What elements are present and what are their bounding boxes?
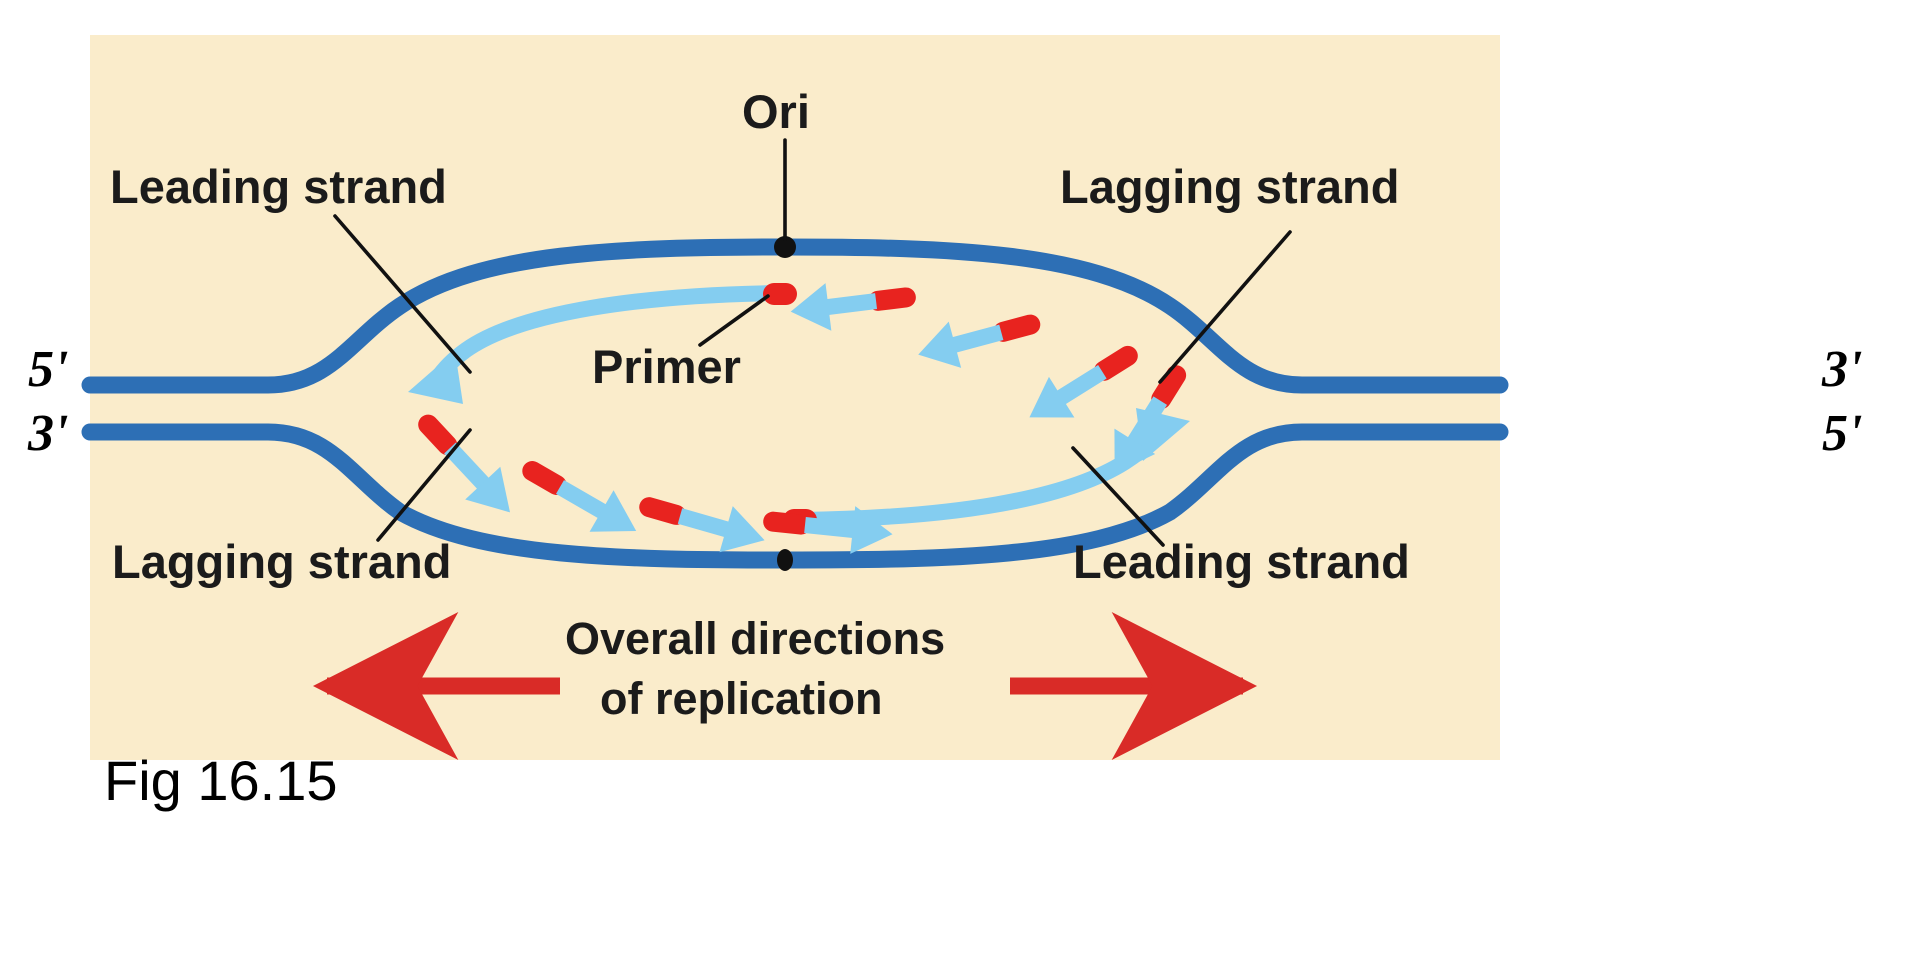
label-lagging-strand-right: Lagging strand xyxy=(1060,160,1400,213)
okazaki-fragment-bl-4 xyxy=(763,506,893,554)
lagging-strand-bottom-left-fragments xyxy=(418,414,893,554)
leader-leading-right xyxy=(1071,446,1165,547)
label-lagging-strand-left: Lagging strand xyxy=(112,535,452,588)
okazaki-fragment-bl-1 xyxy=(418,414,511,513)
primer-cap xyxy=(639,497,687,525)
fragment-body xyxy=(1050,364,1107,409)
label-primer: Primer xyxy=(592,340,741,393)
primer-cap xyxy=(522,461,567,495)
leader-primer xyxy=(698,294,770,347)
ori-dot-top xyxy=(774,236,796,258)
primer-cap xyxy=(418,414,458,456)
label-overall-directions-line2: of replication xyxy=(600,673,883,724)
label-overall-directions-line1: Overall directions xyxy=(565,613,946,664)
fragment-arrowhead xyxy=(918,321,962,368)
strand-end-left-top: 5' xyxy=(28,341,69,398)
fragment-body xyxy=(945,324,1004,355)
fragment-arrowhead xyxy=(1029,376,1075,418)
leader-leading-left xyxy=(333,214,472,374)
fragment-body xyxy=(555,480,613,522)
lagging-strand-top-right-fragments xyxy=(790,283,1187,474)
fragment-arrowhead xyxy=(790,283,832,331)
fragment-body xyxy=(804,517,862,539)
okazaki-fragment-tr-4 xyxy=(1114,365,1187,474)
leading-strand-left xyxy=(408,283,797,404)
okazaki-fragment-bl-2 xyxy=(522,461,637,532)
okazaki-fragment-bl-3 xyxy=(639,497,765,553)
label-leading-strand-right: Leading strand xyxy=(1073,535,1410,588)
fragment-body xyxy=(677,508,737,540)
fragment-arrowhead xyxy=(719,506,765,553)
leading-strand-right xyxy=(783,408,1190,531)
fragment-arrowhead xyxy=(589,490,637,532)
fragment-body xyxy=(1123,396,1168,453)
okazaki-fragment-tr-1 xyxy=(790,283,916,331)
strand-end-right-bottom: 5' xyxy=(1822,405,1863,462)
strand-end-right-top: 3' xyxy=(1822,341,1863,398)
ori-markers xyxy=(774,236,796,571)
label-leading-strand-left: Leading strand xyxy=(110,160,447,213)
primer-cap xyxy=(1151,365,1187,409)
fragment-body xyxy=(444,442,495,495)
primer-cap xyxy=(1094,345,1138,381)
okazaki-fragment-tr-3 xyxy=(1029,345,1138,418)
label-ori: Ori xyxy=(742,85,810,138)
fragment-arrowhead xyxy=(1114,428,1156,474)
primer-cap xyxy=(763,511,812,535)
okazaki-fragment-tr-2 xyxy=(918,314,1041,368)
template-strand-top xyxy=(81,238,1509,394)
strand-end-left-bottom: 3' xyxy=(28,405,69,462)
fragment-arrowhead xyxy=(850,506,893,554)
leading-strand-left-arrowhead xyxy=(408,351,463,404)
primer-leading-left xyxy=(763,283,797,305)
primer-cap xyxy=(993,314,1041,342)
leading-strand-right-body xyxy=(799,426,1167,528)
fragment-arrowhead xyxy=(465,466,511,513)
leader-lagging-right xyxy=(1158,230,1292,384)
leader-lines xyxy=(333,138,1292,547)
leading-strands-group xyxy=(408,283,1190,531)
figure-caption: Fig 16.15 xyxy=(104,749,338,812)
leader-lagging-left xyxy=(376,428,472,542)
ori-dot-bottom xyxy=(777,549,793,571)
primer-cap xyxy=(868,287,916,311)
fragment-body xyxy=(819,293,878,316)
